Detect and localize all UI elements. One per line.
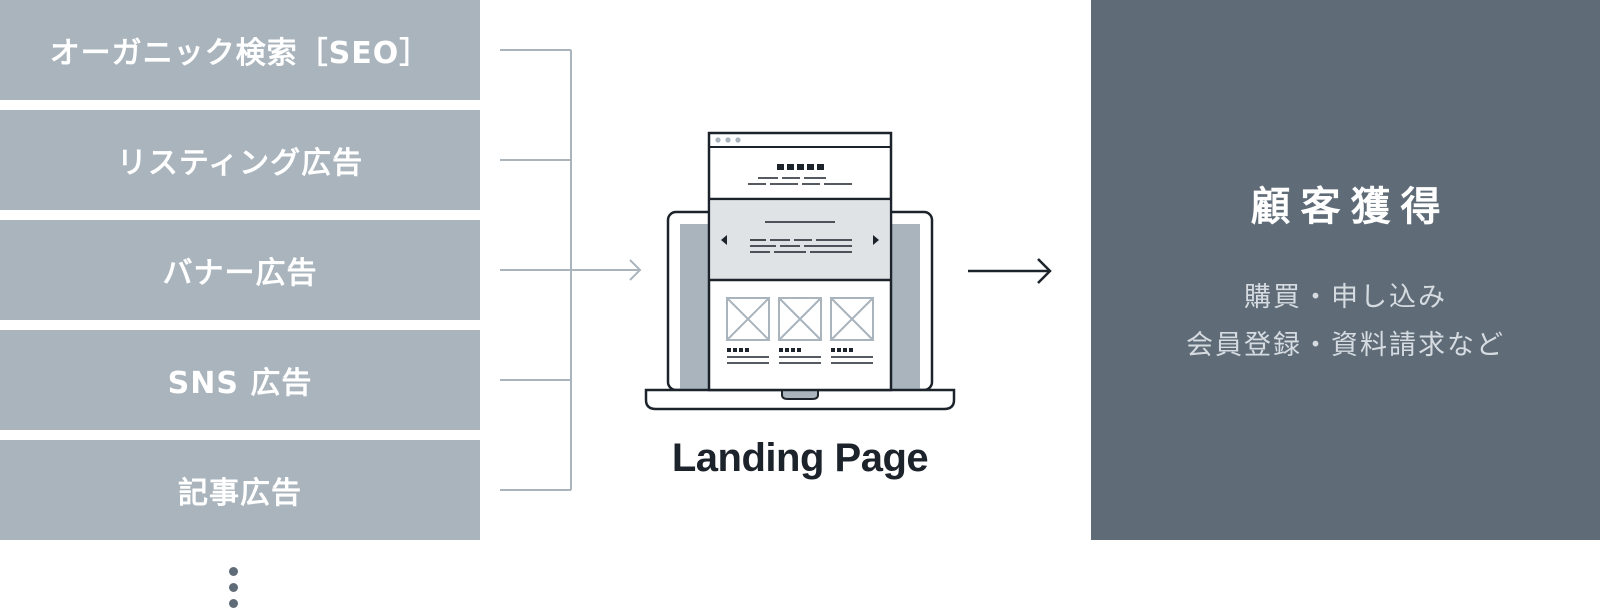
goal-title: 顧客獲得 — [1250, 184, 1451, 230]
channel-sns-ads: SNS 広告 — [0, 330, 480, 430]
channel-organic-search: オーガニック検索［SEO］ — [0, 0, 480, 100]
ellipsis-dot — [229, 567, 238, 576]
hero-text-lines — [750, 221, 852, 253]
image-placeholder-icon — [726, 297, 770, 341]
channel-article-ads: 記事広告 — [0, 440, 480, 540]
browser-dot-icon — [715, 137, 721, 143]
ellipsis-dot — [229, 599, 238, 608]
channel-label: 記事広告 — [178, 476, 302, 511]
image-placeholder-icon — [778, 297, 822, 341]
arrow-head-icon — [629, 259, 642, 281]
bracket-connector — [500, 49, 642, 491]
goal-desc-line: 購買・申し込み — [1244, 282, 1447, 313]
ellipsis-dot — [229, 583, 238, 592]
customer-acquisition-panel: 顧客獲得 購買・申し込み 会員登録・資料請求など — [1091, 0, 1600, 540]
channel-label: バナー広告 — [162, 256, 318, 291]
channel-listing-ads: リスティング広告 — [0, 110, 480, 210]
page-header-section — [777, 164, 824, 170]
card-text-lines — [727, 356, 873, 364]
arrow-right-icon — [968, 258, 1052, 284]
web-page-wireframe — [707, 131, 893, 392]
goal-description: 購買・申し込み 会員登録・資料請求など — [1091, 274, 1600, 370]
browser-dot-icon — [735, 137, 741, 143]
channel-label: オーガニック検索［SEO］ — [49, 36, 431, 71]
landing-page-label: Landing Page — [671, 436, 929, 480]
browser-dot-icon — [725, 137, 731, 143]
more-channels-ellipsis — [229, 567, 239, 615]
channel-banner-ads: バナー広告 — [0, 220, 480, 320]
image-placeholder-icon — [830, 297, 874, 341]
card-caption-marks — [727, 348, 853, 352]
page-header-text-lines — [748, 177, 852, 185]
laptop-icon — [644, 131, 956, 411]
laptop-notch — [781, 390, 819, 400]
carousel-prev-icon — [721, 235, 727, 245]
goal-desc-line: 会員登録・資料請求など — [1186, 330, 1505, 361]
carousel-next-icon — [873, 235, 879, 245]
channel-label: SNS 広告 — [167, 366, 313, 401]
channel-label: リスティング広告 — [116, 146, 364, 181]
